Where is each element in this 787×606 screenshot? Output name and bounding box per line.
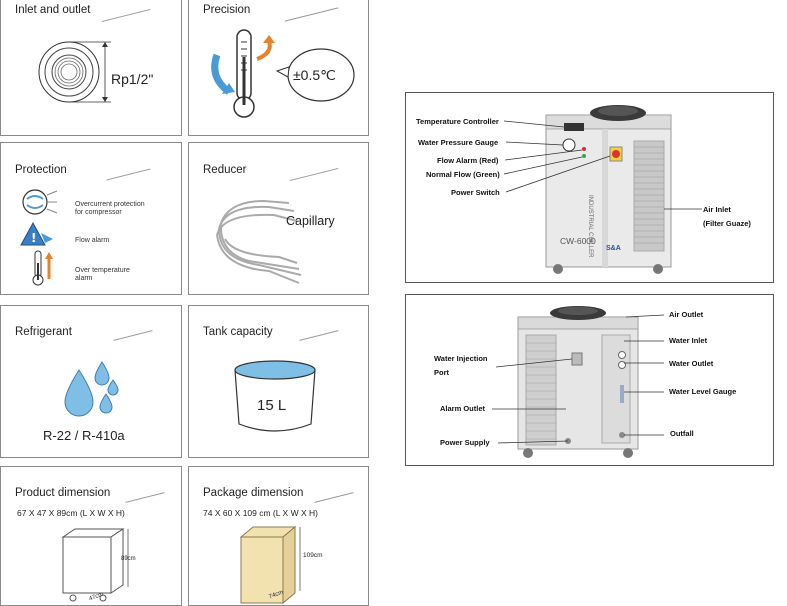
refrigerant-drops-icon xyxy=(64,361,119,417)
tank-icon xyxy=(234,360,316,432)
chiller-front-image xyxy=(503,105,702,274)
side-text: INDUSTRIAL CHILLER xyxy=(587,195,593,258)
package-box-icon xyxy=(239,525,301,605)
label-outfall: Outfall xyxy=(670,429,694,438)
label-air-inlet: Air Inlet xyxy=(703,205,731,214)
model-label: CW-6000 xyxy=(560,236,596,246)
label-port: Port xyxy=(434,368,449,377)
label-temperature-controller: Temperature Controller xyxy=(416,117,499,126)
brand-logo: S&A xyxy=(606,245,621,252)
svg-text:!: ! xyxy=(31,231,36,245)
tank-value: 15 L xyxy=(257,397,287,414)
protection-item-flow-alarm: Flow alarm xyxy=(75,237,110,244)
capillary-tubes-icon xyxy=(216,199,302,284)
protection-item-over-temperature: Over temperature alarm xyxy=(75,267,130,282)
refrigerant-value: R-22 / R-410a xyxy=(43,428,125,443)
card-package-dimension: Package dimension 74 X 60 X 109 cm (L X … xyxy=(188,466,369,606)
product-height-label: 89cm xyxy=(121,556,136,562)
card-precision: Precision ±0.5℃ xyxy=(188,0,369,136)
protection-item-overcurrent: Overcurrent protection for compressor xyxy=(75,201,145,216)
card-title: Tank capacity xyxy=(203,326,273,338)
over-temperature-icon xyxy=(32,250,53,286)
label-power-supply: Power Supply xyxy=(440,438,490,447)
rear-view-panel: Air Outlet Water Inlet Water Outlet Wate… xyxy=(405,294,774,466)
label-normal-flow: Normal Flow (Green) xyxy=(426,170,500,179)
card-title: Reducer xyxy=(203,164,247,176)
card-refrigerant: Refrigerant R-22 / R-410a xyxy=(0,305,182,458)
card-title: Inlet and outlet xyxy=(15,4,91,16)
package-height-label: 109cm xyxy=(303,552,323,559)
label-water-inlet: Water Inlet xyxy=(669,336,708,345)
chiller-rear-image xyxy=(492,306,665,458)
card-title: Package dimension xyxy=(203,487,304,499)
capillary-label: Capillary xyxy=(286,214,335,228)
chiller-outline-icon xyxy=(61,528,129,602)
label-filter-gauze: (Filter Guaze) xyxy=(703,219,751,228)
label-air-outlet: Air Outlet xyxy=(669,310,704,319)
card-title: Precision xyxy=(203,4,251,16)
thermometer-icon xyxy=(211,29,355,118)
card-title: Protection xyxy=(15,164,67,176)
label-flow-alarm: Flow Alarm (Red) xyxy=(437,156,499,165)
card-tank-capacity: Tank capacity 15 L xyxy=(188,305,369,458)
product-dimension-text: 67 X 47 X 89cm (L X W X H) xyxy=(17,508,125,518)
label-water-level-gauge: Water Level Gauge xyxy=(669,387,737,396)
label-water-injection: Water Injection xyxy=(434,354,488,363)
precision-value: ±0.5℃ xyxy=(293,67,336,83)
label-water-pressure-gauge: Water Pressure Gauge xyxy=(418,138,499,147)
card-title: Refrigerant xyxy=(15,326,72,338)
pipe-fitting-icon xyxy=(38,41,111,103)
title-divider xyxy=(106,168,151,181)
package-dimension-text: 74 X 60 X 109 cm (L X W X H) xyxy=(203,508,318,518)
card-inlet-outlet: Inlet and outlet Rp1/2" xyxy=(0,0,182,136)
flow-alarm-icon: ! xyxy=(20,221,53,246)
label-alarm-outlet: Alarm Outlet xyxy=(440,404,486,413)
inlet-size-label: Rp1/2" xyxy=(111,71,154,87)
card-reducer: Reducer Capillary xyxy=(188,142,369,295)
label-water-outlet: Water Outlet xyxy=(669,359,714,368)
overcurrent-icon xyxy=(22,189,58,215)
front-view-panel: Temperature Controller Water Pressure Ga… xyxy=(405,92,774,283)
card-title: Product dimension xyxy=(15,487,111,499)
card-product-dimension: Product dimension 67 X 47 X 89cm (L X W … xyxy=(0,466,182,606)
label-power-switch: Power Switch xyxy=(451,188,500,197)
card-protection: Protection Overcurrent protection for co… xyxy=(0,142,182,295)
